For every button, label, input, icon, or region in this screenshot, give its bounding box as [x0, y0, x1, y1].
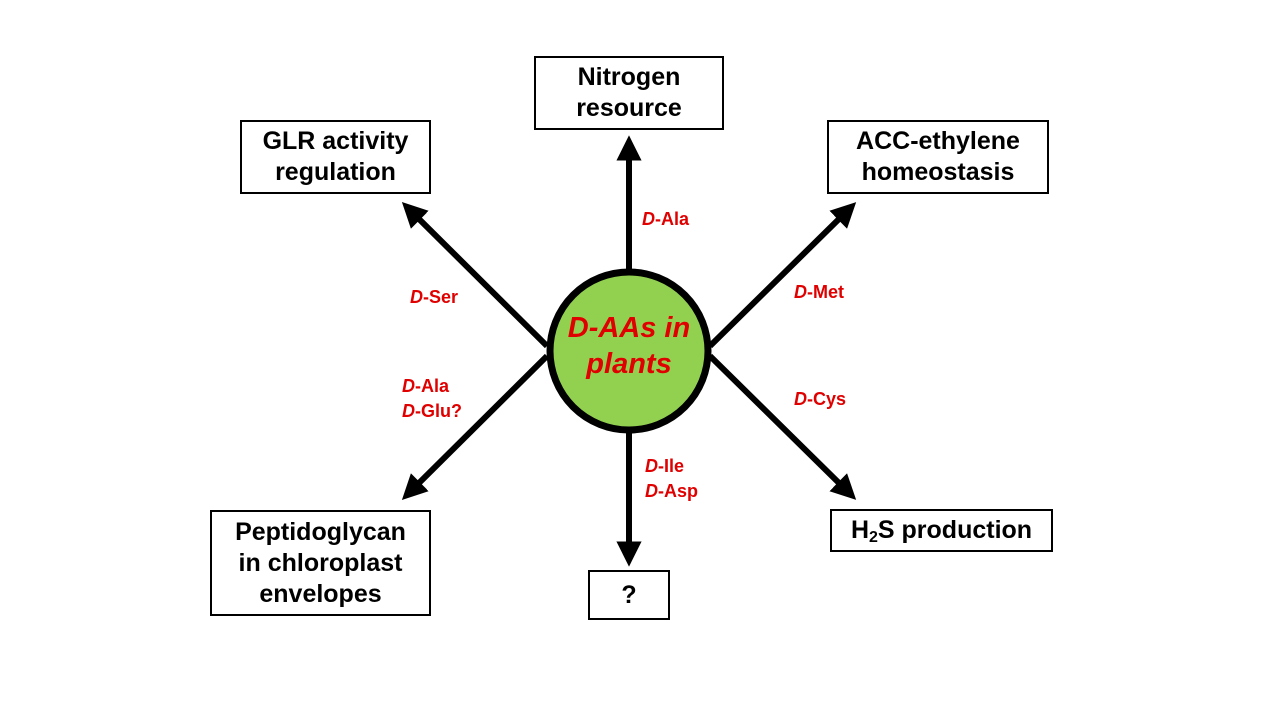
- label-d-cys: D-Cys: [794, 387, 846, 412]
- box-h2s-line1: H2S production: [851, 515, 1032, 546]
- h2s-suffix: S production: [877, 516, 1033, 544]
- label-d-ser-name: -Ser: [423, 287, 459, 307]
- box-unknown: ?: [588, 570, 670, 620]
- label-d-ile-prefix: D: [645, 456, 658, 476]
- center-label-line2: plants: [586, 348, 672, 380]
- box-acc-ethylene: ACC-ethylene homeostasis: [827, 120, 1049, 194]
- box-peptidoglycan-line1: Peptidoglycan: [235, 517, 406, 546]
- label-d-ile: D-Ile: [645, 454, 684, 479]
- label-d-asp-name: -Asp: [658, 481, 698, 501]
- label-d-asp-prefix: D: [645, 481, 658, 501]
- box-glr-line2: regulation: [275, 158, 396, 186]
- label-d-met: D-Met: [794, 280, 844, 305]
- label-d-ala-left: D-Ala: [402, 374, 449, 399]
- box-acc-line2: homeostasis: [861, 158, 1015, 186]
- h2s-prefix: H: [850, 516, 869, 544]
- label-d-ile-name: -Ile: [658, 456, 685, 476]
- box-glr-line1: GLR activity: [262, 127, 409, 155]
- label-d-ala-up-name: -Ala: [655, 209, 690, 229]
- box-peptidoglycan-line2: in chloroplast: [238, 548, 403, 577]
- label-d-glu: D-Glu?: [402, 399, 462, 424]
- arrow-to-glr: [401, 202, 550, 349]
- box-glr-activity: GLR activity regulation: [240, 120, 431, 194]
- arrow-to-h2s: [707, 353, 857, 500]
- box-nitrogen-line1: Nitrogen: [577, 63, 681, 91]
- label-d-ala-up-prefix: D: [642, 209, 655, 229]
- box-peptidoglycan-line3: envelopes: [259, 579, 382, 608]
- label-d-cys-prefix: D: [794, 389, 807, 409]
- box-unknown-line1: ?: [621, 580, 637, 609]
- arrow-to-peptidoglycan: [401, 353, 550, 500]
- label-d-cys-name: -Cys: [807, 389, 847, 409]
- box-acc-line1: ACC-ethylene: [856, 127, 1020, 155]
- label-d-met-prefix: D: [794, 282, 807, 302]
- label-d-ala-left-name: -Ala: [415, 376, 450, 396]
- label-d-ser-prefix: D: [410, 287, 423, 307]
- center-label-line1: D-AAs in: [567, 312, 691, 344]
- box-nitrogen-line2: resource: [576, 94, 682, 122]
- box-nitrogen-resource: Nitrogen resource: [534, 56, 724, 130]
- label-d-ala-up: D-Ala: [642, 207, 689, 232]
- label-d-asp: D-Asp: [645, 479, 698, 504]
- arrow-to-acc: [707, 202, 857, 349]
- center-circle: [546, 268, 712, 434]
- label-d-ala-left-prefix: D: [402, 376, 415, 396]
- box-peptidoglycan: Peptidoglycan in chloroplast envelopes: [210, 510, 431, 616]
- center-label: D-AAs in plants: [548, 310, 710, 382]
- label-d-ser: D-Ser: [410, 285, 458, 310]
- box-h2s-production: H2S production: [830, 509, 1053, 552]
- label-d-glu-prefix: D: [402, 401, 415, 421]
- label-d-met-name: -Met: [807, 282, 844, 302]
- label-d-glu-name: -Glu?: [415, 401, 462, 421]
- h2s-subscript: 2: [869, 529, 878, 546]
